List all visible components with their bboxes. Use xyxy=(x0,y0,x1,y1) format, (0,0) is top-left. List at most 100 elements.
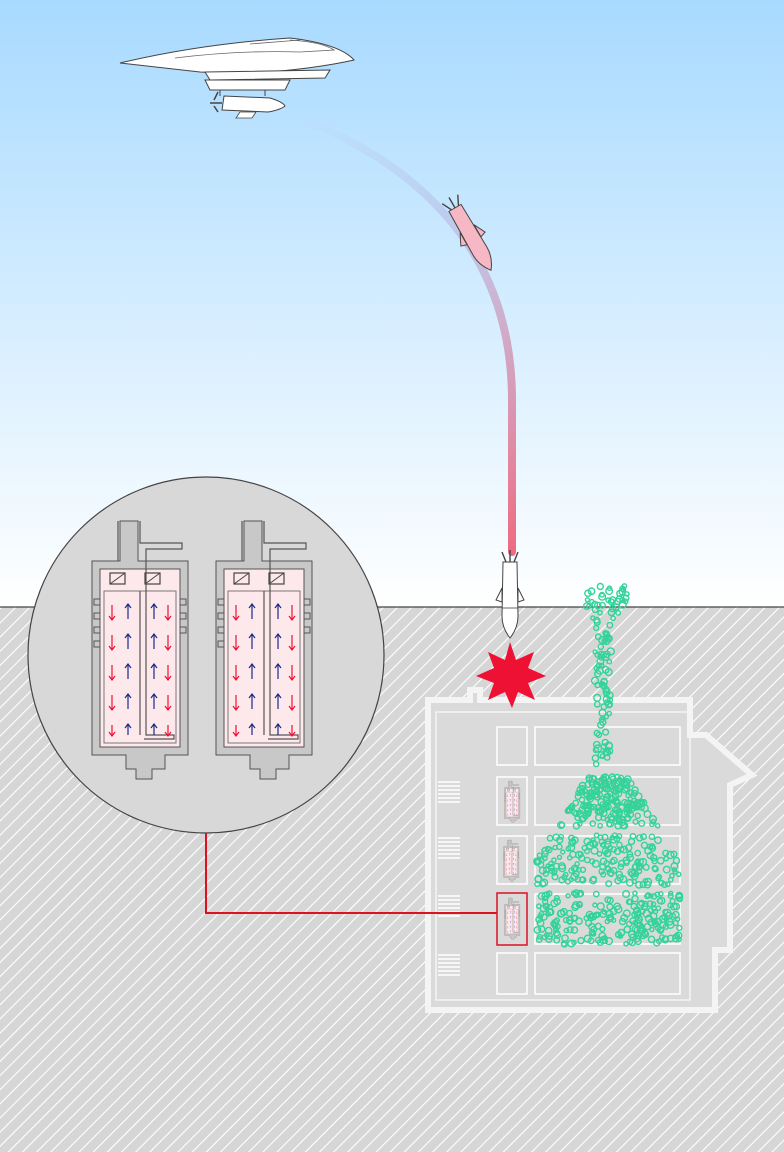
stealth-bomber-aircraft xyxy=(119,37,355,119)
agent-particle xyxy=(592,740,601,749)
agent-particle xyxy=(578,788,586,796)
agent-particle xyxy=(606,647,615,656)
agent-particle xyxy=(589,820,597,827)
agent-particle xyxy=(570,836,579,844)
agent-particle xyxy=(617,863,625,871)
agent-particle xyxy=(650,893,658,900)
agent-particle xyxy=(599,857,608,866)
agent-particle xyxy=(662,849,670,857)
agent-particle xyxy=(610,866,618,875)
agent-particle xyxy=(659,934,666,941)
callout-connector xyxy=(205,833,497,914)
agent-particle xyxy=(614,787,622,794)
agent-particle xyxy=(585,801,593,810)
agent-particle xyxy=(633,926,640,933)
agent-particle xyxy=(601,909,608,915)
agent-particle xyxy=(632,818,639,825)
agent-particle xyxy=(593,693,602,702)
agent-particle xyxy=(604,896,612,904)
agent-particle xyxy=(593,665,600,672)
agent-particle xyxy=(620,913,629,922)
agent-particle xyxy=(624,815,632,822)
agent-particle xyxy=(596,791,604,799)
agent-particle xyxy=(599,935,608,945)
agent-particle xyxy=(552,929,561,937)
agent-particle xyxy=(594,922,602,930)
agent-particle xyxy=(590,676,600,685)
agent-particle xyxy=(626,853,635,862)
agent-particle xyxy=(622,890,631,899)
agent-particle xyxy=(597,643,605,651)
agent-particle xyxy=(663,916,670,922)
agent-particle xyxy=(604,936,614,946)
agent-particle xyxy=(635,858,641,864)
agent-particle xyxy=(606,710,613,717)
agent-particle xyxy=(602,695,611,704)
agent-particle xyxy=(624,777,631,784)
agent-particle xyxy=(622,598,629,605)
agent-particle xyxy=(559,907,568,916)
agent-particle xyxy=(612,810,620,818)
agent-particle xyxy=(654,823,661,829)
agent-particle xyxy=(668,890,674,896)
agent-particle xyxy=(634,849,642,857)
agent-particle xyxy=(634,937,642,946)
agent-particle xyxy=(614,905,623,914)
agent-particle xyxy=(636,900,645,909)
agent-particle xyxy=(667,902,674,909)
agent-particle xyxy=(598,654,605,661)
agent-particle xyxy=(618,803,626,812)
agent-particle xyxy=(577,936,585,945)
agent-particle xyxy=(648,814,658,824)
agent-particle xyxy=(575,789,582,797)
agent-particle xyxy=(556,854,563,860)
agent-particle xyxy=(642,863,650,871)
agent-particle xyxy=(623,941,629,947)
agent-particle xyxy=(604,803,612,811)
agent-particle xyxy=(534,875,543,884)
agent-particle xyxy=(606,658,613,665)
agent-particle xyxy=(597,834,604,841)
agent-particle xyxy=(606,585,613,592)
agent-particle xyxy=(597,609,603,616)
agent-particle xyxy=(600,743,608,750)
agent-particle xyxy=(607,696,614,703)
agent-particle xyxy=(644,914,654,923)
agent-particle xyxy=(605,909,614,918)
agent-particle xyxy=(553,926,560,933)
agent-particle xyxy=(654,836,662,845)
agent-particle xyxy=(626,878,634,887)
agent-particle xyxy=(566,926,574,934)
agent-particle xyxy=(618,917,627,926)
agent-particle xyxy=(579,814,588,822)
agent-particle xyxy=(587,793,594,800)
agent-particle xyxy=(592,649,598,655)
agent-particle xyxy=(651,865,658,872)
agent-particle xyxy=(636,921,644,929)
agent-particle xyxy=(594,936,602,944)
agent-particle xyxy=(561,934,569,942)
agent-particle xyxy=(606,621,614,629)
agent-particle xyxy=(656,897,664,905)
agent-particle xyxy=(615,609,622,616)
agent-particle xyxy=(574,850,583,859)
agent-particle xyxy=(623,859,630,867)
agent-particle xyxy=(585,810,592,817)
agent-particle xyxy=(588,929,596,937)
agent-particle xyxy=(608,781,617,790)
agent-particle xyxy=(541,855,548,862)
agent-particle xyxy=(598,662,605,669)
agent-particle xyxy=(545,911,552,917)
agent-particle xyxy=(590,875,598,883)
agent-particle xyxy=(635,881,643,889)
agent-particle xyxy=(586,794,595,803)
agent-particle xyxy=(664,881,671,888)
agent-particle xyxy=(544,926,553,935)
agent-particle xyxy=(571,903,579,912)
agent-particle xyxy=(643,922,652,931)
agent-particle xyxy=(599,753,606,760)
agent-particle xyxy=(670,862,679,871)
agent-particle xyxy=(607,914,614,921)
agent-particle xyxy=(674,916,681,922)
agent-particle xyxy=(584,589,592,598)
